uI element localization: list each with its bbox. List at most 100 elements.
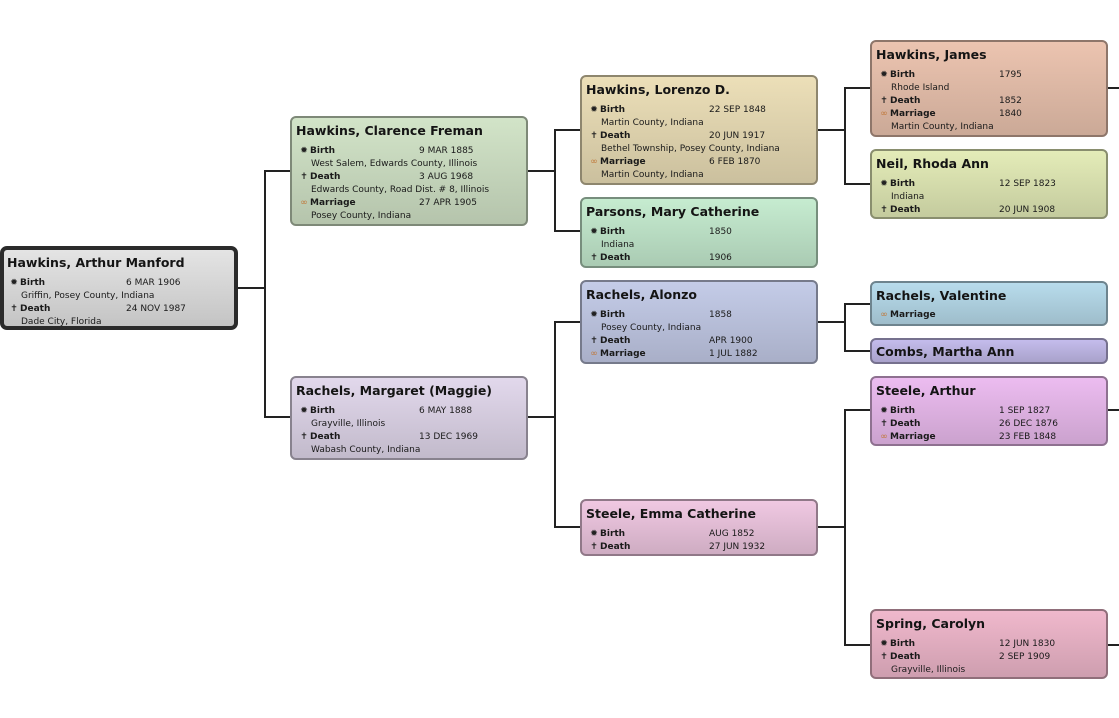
birth-date: 1850 (709, 227, 732, 237)
death-cross-icon: ✝ (590, 542, 598, 552)
person-card-lorenzo-d[interactable]: Hawkins, Lorenzo D. ✹Birth 22 SEP 1848 M… (580, 75, 818, 185)
person-name: Combs, Martha Ann (876, 344, 1015, 359)
birth-star-icon: ✹ (590, 310, 598, 320)
person-card-james[interactable]: Hawkins, James ✹Birth 1795 Rhode Island … (870, 40, 1108, 137)
person-name: Hawkins, James (876, 47, 987, 62)
death-date: 24 NOV 1987 (126, 304, 186, 314)
marriage-row: ∞Marriage 23 FEB 1848 (878, 431, 1056, 443)
death-date: 27 JUN 1932 (709, 542, 766, 552)
marriage-row: ∞Marriage 6 FEB 1870 (588, 156, 760, 168)
birth-star-icon: ✹ (590, 529, 598, 539)
death-cross-icon: ✝ (300, 172, 308, 182)
birth-date: AUG 1852 (709, 529, 755, 539)
death-cross-icon: ✝ (880, 652, 888, 662)
death-date: 2 SEP 1909 (999, 652, 1051, 662)
marriage-row: ∞Marriage 1840 (878, 108, 1022, 120)
death-row: ✝Death 27 JUN 1932 (588, 541, 765, 553)
death-date: 26 DEC 1876 (999, 419, 1058, 429)
death-date: 1906 (709, 253, 732, 263)
death-label: Death (600, 253, 631, 263)
death-cross-icon: ✝ (300, 432, 308, 442)
marriage-label: Marriage (890, 432, 936, 442)
death-row: ✝Death 1852 (878, 95, 1022, 107)
person-name: Rachels, Valentine (876, 288, 1007, 303)
person-card-arthur-manford[interactable]: Hawkins, Arthur Manford ✹Birth 6 MAR 190… (0, 246, 238, 330)
death-date: 3 AUG 1968 (419, 172, 474, 182)
birth-label: Birth (890, 639, 916, 649)
connector-emma-parents (818, 409, 870, 646)
death-label: Death (600, 542, 631, 552)
person-card-mary-catherine[interactable]: Parsons, Mary Catherine ✹Birth 1850 Indi… (580, 197, 818, 268)
marriage-rings-icon: ∞ (880, 310, 888, 320)
death-cross-icon: ✝ (880, 205, 888, 215)
death-cross-icon: ✝ (10, 304, 18, 314)
death-date: 13 DEC 1969 (419, 432, 478, 442)
death-label: Death (310, 432, 341, 442)
marriage-label: Marriage (890, 310, 936, 320)
marriage-date: 23 FEB 1848 (999, 432, 1057, 442)
death-label: Death (600, 336, 631, 346)
birth-row: ✹Birth 9 MAR 1885 (298, 145, 473, 157)
person-card-valentine[interactable]: Rachels, Valentine ∞Marriage (870, 281, 1108, 326)
person-card-carolyn[interactable]: Spring, Carolyn ✹Birth 12 JUN 1830 ✝Deat… (870, 609, 1108, 679)
birth-date: 12 JUN 1830 (999, 639, 1056, 649)
marriage-label: Marriage (600, 157, 646, 167)
death-place: Dade City, Florida (21, 317, 102, 327)
birth-row: ✹Birth 22 SEP 1848 (588, 104, 766, 116)
person-card-rhoda-ann[interactable]: Neil, Rhoda Ann ✹Birth 12 SEP 1823 India… (870, 149, 1108, 219)
connector-lorenzo-parents (818, 87, 870, 185)
person-card-arthur-steele[interactable]: Steele, Arthur ✹Birth 1 SEP 1827 ✝Death … (870, 376, 1108, 446)
birth-row: ✹Birth 1795 (878, 69, 1022, 81)
death-place: Edwards County, Road Dist. # 8, Illinois (311, 185, 490, 195)
connector-root-parents (238, 170, 290, 418)
birth-star-icon: ✹ (590, 105, 598, 115)
birth-date: 1 SEP 1827 (999, 406, 1051, 416)
birth-place: Posey County, Indiana (601, 323, 702, 333)
person-card-alonzo[interactable]: Rachels, Alonzo ✹Birth 1858 Posey County… (580, 280, 818, 364)
marriage-place: Martin County, Indiana (891, 122, 994, 132)
birth-label: Birth (890, 179, 916, 189)
person-name: Hawkins, Clarence Freman (296, 123, 483, 138)
death-label: Death (890, 205, 921, 215)
person-card-clarence-freman[interactable]: Hawkins, Clarence Freman ✹Birth 9 MAR 18… (290, 116, 528, 226)
person-card-margaret-maggie[interactable]: Rachels, Margaret (Maggie) ✹Birth 6 MAY … (290, 376, 528, 460)
person-card-martha-ann[interactable]: Combs, Martha Ann (870, 338, 1108, 364)
death-row: ✝Death 1906 (588, 252, 732, 264)
death-cross-icon: ✝ (590, 131, 598, 141)
birth-label: Birth (310, 406, 336, 416)
birth-label: Birth (600, 227, 626, 237)
person-name: Parsons, Mary Catherine (586, 204, 760, 219)
death-row: ✝Death APR 1900 (588, 335, 752, 347)
person-name: Rachels, Alonzo (586, 287, 697, 302)
birth-star-icon: ✹ (880, 179, 888, 189)
birth-date: 12 SEP 1823 (999, 179, 1056, 189)
birth-star-icon: ✹ (300, 406, 308, 416)
birth-place: Grayville, Illinois (311, 419, 386, 429)
marriage-rings-icon: ∞ (590, 157, 598, 167)
person-name: Hawkins, Arthur Manford (7, 255, 185, 270)
death-row: ✝Death 13 DEC 1969 (298, 431, 478, 443)
birth-place: West Salem, Edwards County, Illinois (311, 159, 478, 169)
death-label: Death (890, 96, 921, 106)
marriage-rings-icon: ∞ (590, 349, 598, 359)
person-name: Neil, Rhoda Ann (876, 156, 989, 171)
birth-row: ✹Birth 12 JUN 1830 (878, 638, 1055, 650)
birth-star-icon: ✹ (880, 639, 888, 649)
death-date: APR 1900 (709, 336, 753, 346)
person-card-emma-catherine[interactable]: Steele, Emma Catherine ✹Birth AUG 1852 ✝… (580, 499, 818, 556)
death-row: ✝Death 2 SEP 1909 (878, 651, 1050, 663)
marriage-date: 1 JUL 1882 (709, 349, 758, 359)
marriage-row: ∞Marriage (878, 309, 936, 321)
birth-row: ✹Birth 1 SEP 1827 (878, 405, 1050, 417)
marriage-date: 1840 (999, 109, 1022, 119)
marriage-date: 6 FEB 1870 (709, 157, 761, 167)
birth-place: Indiana (601, 240, 635, 250)
birth-date: 1795 (999, 70, 1022, 80)
birth-row: ✹Birth 6 MAY 1888 (298, 405, 472, 417)
death-row: ✝Death 20 JUN 1917 (588, 130, 765, 142)
birth-date: 9 MAR 1885 (419, 146, 474, 156)
birth-date: 1858 (709, 310, 732, 320)
person-name: Spring, Carolyn (876, 616, 986, 631)
marriage-label: Marriage (890, 109, 936, 119)
